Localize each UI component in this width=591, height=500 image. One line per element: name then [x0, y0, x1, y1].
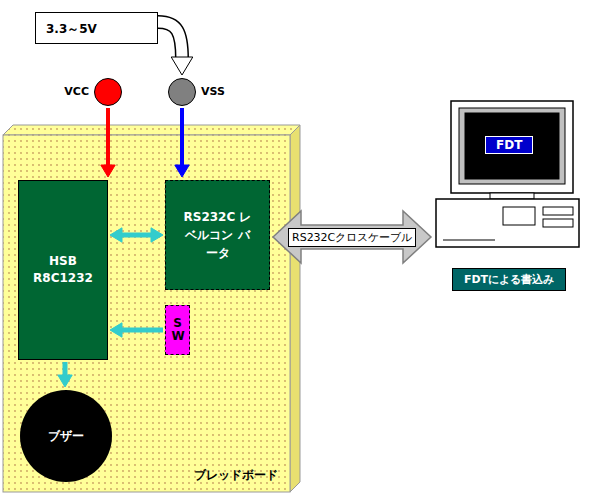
- pc: FDT: [435, 100, 580, 250]
- vcc-terminal: VCC: [94, 78, 122, 106]
- computer-illustration: [435, 100, 580, 250]
- node-text: FDT: [485, 136, 533, 154]
- microcontroller-board: HSB R8C1232: [18, 180, 108, 360]
- voltage-callout: 3.3～5V: [35, 12, 158, 44]
- connector: [175, 108, 189, 177]
- node-text: FDTによる書込み: [460, 272, 558, 287]
- connector: [110, 323, 163, 337]
- connector: [58, 362, 72, 387]
- edge-label: RS232Cクロスケーブル: [288, 228, 416, 247]
- caption-box: FDTによる書込み: [452, 268, 566, 291]
- node-text: ブレッドボード: [194, 467, 278, 484]
- node-text: RS232C レベルコン バータ: [182, 208, 254, 262]
- connector: [101, 108, 115, 177]
- node-text: VSS: [201, 85, 225, 98]
- node-text: 3.3～5V: [36, 13, 157, 38]
- node-text: S W: [172, 317, 184, 343]
- node-text: ブザー: [48, 428, 84, 445]
- vss-terminal: VSS: [168, 78, 196, 106]
- connector: [158, 22, 193, 75]
- connector: [273, 211, 431, 263]
- level-converter: RS232C レベルコン バータ: [165, 180, 270, 290]
- switch: S W: [165, 305, 190, 355]
- connector: [110, 228, 163, 242]
- node-text: VCC: [64, 85, 89, 98]
- breadboard: ブレッドボード HSB R8C1232 RS232C レベルコン バータ S W ブザー: [3, 135, 290, 492]
- node-text: HSB R8C1232: [28, 253, 98, 287]
- buzzer: ブザー: [20, 390, 112, 482]
